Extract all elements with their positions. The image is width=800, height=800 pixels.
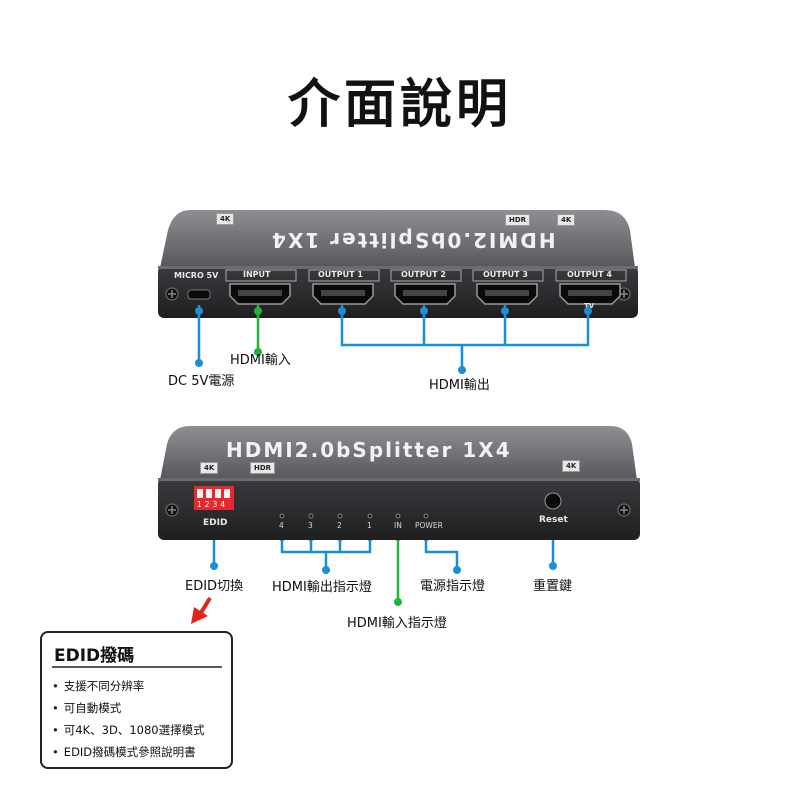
callout-reset: 重置鍵: [533, 579, 573, 594]
reset-panel-label: Reset: [539, 515, 568, 525]
port-label-output2: OUTPUT 2: [401, 270, 446, 279]
callout-hdmi-output: HDMI輸出: [429, 378, 490, 393]
port-label-input: INPUT: [243, 270, 271, 279]
dip-number-1: 1: [197, 500, 205, 509]
front-tag-right: 4K: [557, 214, 576, 226]
callout-hdmi-input: HDMI輸入: [230, 353, 291, 368]
callout-dc-power: DC 5V電源: [168, 374, 235, 389]
led-label-1: 1: [367, 521, 372, 530]
callout-input-led: HDMI輸入指示燈: [347, 616, 447, 631]
led-label-power: POWER: [415, 521, 443, 530]
callout-output-leds: HDMI輸出指示燈: [272, 580, 372, 595]
led-label-in: IN: [394, 521, 402, 530]
callout-edid-switch: EDID切換: [185, 579, 244, 594]
dip-switch[interactable]: 1234: [197, 500, 228, 509]
front-tag-left: 4K: [216, 213, 235, 225]
port-label-output4: OUTPUT 4: [567, 270, 612, 279]
back-brand-text: HDMI2.0bSplitter 1X4: [226, 438, 512, 462]
port-label-output3: OUTPUT 3: [483, 270, 528, 279]
front-tag-mid: HDR: [505, 214, 531, 226]
back-tag-mid: HDR: [250, 462, 276, 474]
led-label-3: 3: [308, 521, 313, 530]
port-label-output1: OUTPUT 1: [318, 270, 363, 279]
dip-number-4: 4: [220, 500, 229, 509]
back-tag-right: 4K: [562, 460, 581, 472]
dip-number-3: 3: [212, 500, 221, 509]
callout-power-led: 電源指示燈: [420, 579, 486, 594]
back-device-image: [158, 426, 640, 540]
port-label-micro5v: MICRO 5V: [174, 271, 219, 280]
edid-panel-label: EDID: [203, 518, 228, 528]
edid-info-box: EDID撥碼 支援不同分辨率 可自動模式 可4K、3D、1080選擇模式 EDI…: [40, 631, 233, 769]
led-label-2: 2: [337, 521, 342, 530]
dip-number-2: 2: [204, 500, 213, 509]
list-item: 支援不同分辨率: [52, 677, 205, 699]
back-tag-left: 4K: [200, 462, 219, 474]
list-item: 可4K、3D、1080選擇模式: [52, 721, 205, 743]
led-label-4: 4: [279, 521, 284, 530]
page-title: 介面說明: [287, 75, 512, 135]
list-item: 可自動模式: [52, 699, 205, 721]
info-box-title: EDID撥碼: [54, 646, 135, 666]
list-item: EDID撥碼模式參照說明書: [52, 743, 205, 765]
info-title-underline: [52, 666, 222, 668]
info-list: 支援不同分辨率 可自動模式 可4K、3D、1080選擇模式 EDID撥碼模式參照…: [52, 677, 205, 765]
